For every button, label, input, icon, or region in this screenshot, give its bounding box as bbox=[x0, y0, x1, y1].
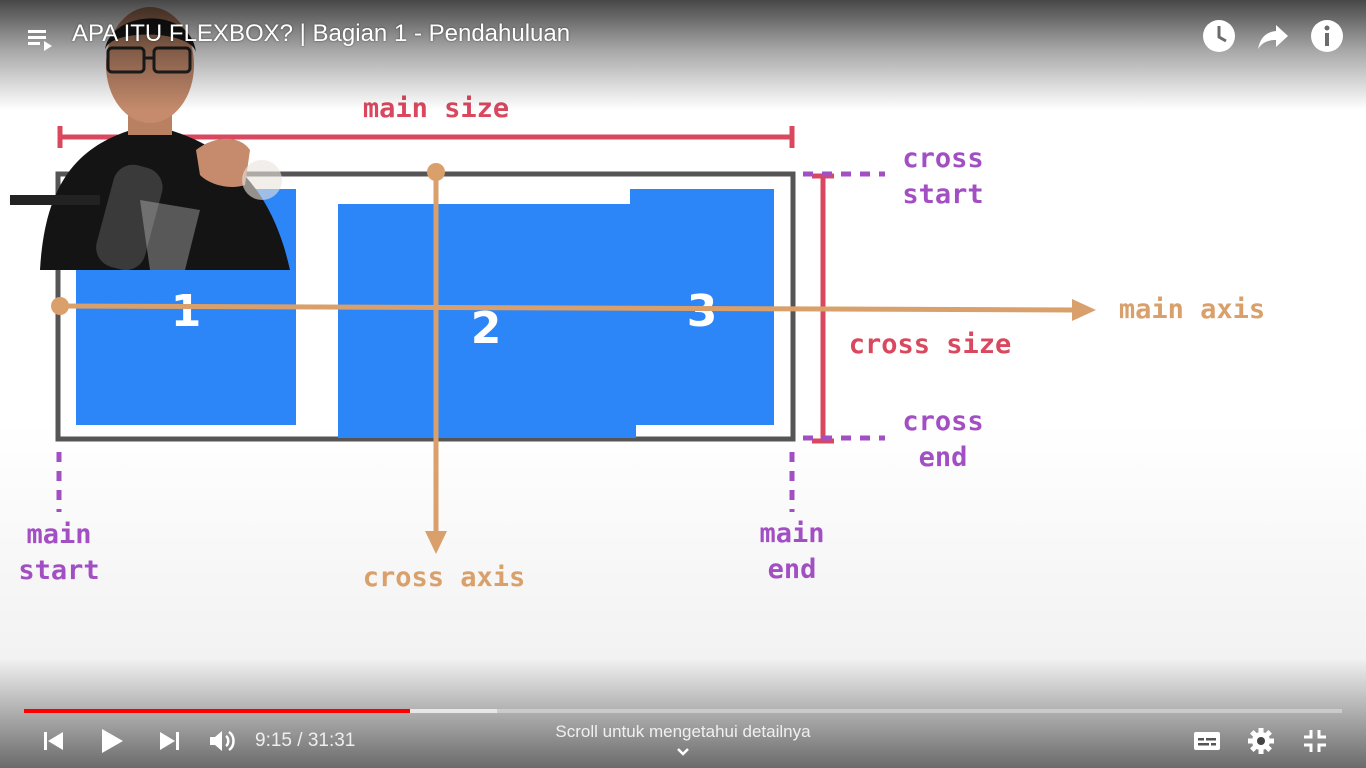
subtitles-icon[interactable] bbox=[1188, 722, 1226, 760]
main-start-label-line1: main bbox=[26, 519, 91, 550]
video-title[interactable]: APA ITU FLEXBOX? | Bagian 1 - Pendahulua… bbox=[72, 20, 571, 47]
cross-end-label-line1: cross bbox=[902, 406, 983, 437]
chevron-down-icon[interactable] bbox=[675, 745, 691, 759]
main-size-label: main size bbox=[363, 93, 509, 124]
skip-next-icon[interactable] bbox=[150, 722, 188, 760]
exit-fullscreen-icon[interactable] bbox=[1296, 722, 1334, 760]
player-top-bar: APA ITU FLEXBOX? | Bagian 1 - Pendahulua… bbox=[0, 0, 1366, 72]
volume-icon[interactable] bbox=[203, 722, 241, 760]
info-icon[interactable] bbox=[1308, 17, 1346, 55]
main-end-label-line2: end bbox=[768, 554, 817, 585]
cross-size-label: cross size bbox=[849, 329, 1012, 360]
time-display: 9:15 / 31:31 bbox=[255, 730, 356, 751]
item-2-number: 2 bbox=[471, 303, 502, 354]
cross-start-label-line1: cross bbox=[902, 143, 983, 174]
playlist-icon[interactable] bbox=[24, 22, 56, 54]
gear-icon[interactable] bbox=[1242, 722, 1280, 760]
scroll-hint[interactable]: Scroll untuk mengetahui detailnya bbox=[555, 722, 811, 741]
main-axis-arrow bbox=[51, 297, 1096, 321]
item-3-number: 3 bbox=[687, 286, 718, 337]
share-arrow-icon[interactable] bbox=[1254, 17, 1292, 55]
cross-axis-arrow bbox=[425, 163, 447, 554]
boundary-markers bbox=[56, 171, 885, 512]
cross-end-label-line2: end bbox=[919, 442, 968, 473]
progress-bar[interactable] bbox=[24, 709, 1342, 713]
item-1-number: 1 bbox=[171, 286, 202, 337]
play-icon[interactable] bbox=[92, 722, 130, 760]
clock-icon[interactable] bbox=[1200, 17, 1238, 55]
cross-start-label-line2: start bbox=[902, 179, 983, 210]
played-bar bbox=[24, 709, 411, 713]
main-start-label-line2: start bbox=[18, 555, 99, 586]
main-axis-label: main axis bbox=[1119, 294, 1265, 325]
flex-item-2 bbox=[338, 204, 632, 438]
skip-previous-icon[interactable] bbox=[35, 722, 73, 760]
main-end-label-line1: main bbox=[759, 518, 824, 549]
cross-axis-label: cross axis bbox=[363, 562, 526, 593]
